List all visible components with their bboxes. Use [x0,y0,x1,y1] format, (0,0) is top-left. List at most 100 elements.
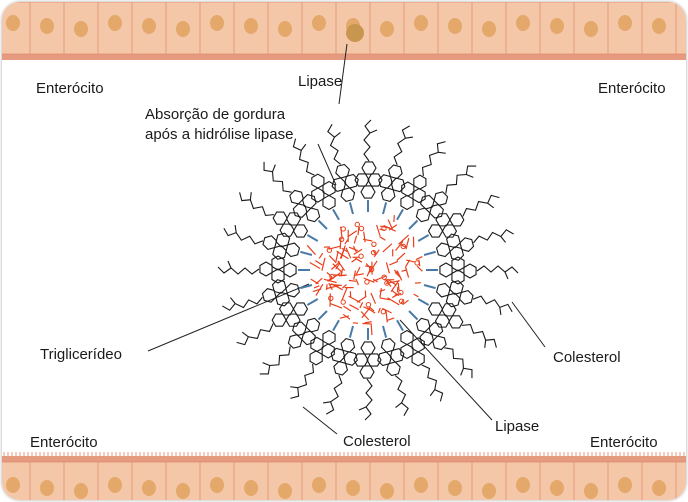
triglyceride-bond [350,305,359,310]
triglyceride-bond [310,263,320,269]
cell-nucleus [584,21,598,37]
steroid-ring [272,269,284,283]
triglyceride-bond [340,238,341,249]
side-chain [472,227,513,244]
triglyceride-bond [371,293,376,304]
triglyceride-bond [406,238,409,249]
cell-nucleus [40,480,54,496]
ester-link [383,326,386,338]
side-chain [259,162,293,196]
side-chain [392,124,409,165]
cholesterol-molecule [219,271,315,321]
side-chain-branch [230,297,235,305]
cell-nucleus [108,15,122,31]
triglyceride-bond [348,231,357,237]
triglyceride-bond [365,322,372,323]
steroid-ring [409,350,427,367]
enterocyte-cell [676,462,686,500]
cholesterol-molecule [386,134,455,227]
triglyceride-core [307,215,422,335]
cholesterol-molecule [355,120,382,212]
steroid-ring [320,194,338,211]
triglyceride-atom [359,254,363,258]
triglyceride-bond [319,253,323,258]
side-chain [365,379,372,420]
steroid-ring [360,366,374,378]
label-lipase-top: Lipase [298,73,342,91]
steroid-ring [418,193,436,211]
triglyceride-bond [358,227,359,235]
label-enterocito-top-right: Enterócito [598,80,666,98]
side-chain-branch [429,390,437,396]
steroid-ring [446,233,461,250]
side-chain [442,161,476,195]
cell-nucleus [312,15,326,31]
side-chain [237,322,276,349]
triglyceride-bond [340,248,344,259]
cell-nucleus [142,480,156,496]
cell-nucleus [6,477,20,493]
side-chain-branch [501,236,506,244]
steroid-ring [459,236,474,253]
leader-absorcao [318,144,336,185]
triglyceride-bond [377,225,381,236]
triglyceride-bond [383,244,392,252]
triglyceride-bond [356,267,360,274]
side-chain-branch [228,261,231,268]
cell-nucleus [448,18,462,34]
steroid-ring [334,164,351,179]
steroid-ring [432,189,450,207]
ester-link [397,209,403,219]
side-chain [290,363,317,402]
side-chain [218,267,259,274]
steroid-ring [320,180,338,197]
cell-nucleus [482,483,496,499]
cell-nucleus [74,483,88,499]
steroid-ring [448,211,465,229]
side-chain-branch [323,400,331,405]
label-enterocito-bottom-right: Enterócito [590,434,658,452]
triglyceride-bond [378,308,380,313]
side-chain [393,374,410,415]
cholesterol-molecule [421,219,517,269]
cell-nucleus [278,483,292,499]
triglyceride-bond [331,304,343,308]
side-chain-branch [370,130,377,133]
triglyceride-bond [356,279,359,285]
triglyceride-atom [372,242,376,246]
steroid-ring [292,300,309,318]
steroid-ring [464,264,476,278]
label-enterocito-bottom-left: Enterócito [30,434,98,452]
side-chain-branch [233,225,238,233]
label-lipase-bottom: Lipase [495,418,539,436]
steroid-ring [260,262,272,276]
cholesterol-molecule [412,184,505,253]
steroid-ring [427,222,444,240]
cell-nucleus [652,18,666,34]
side-chain-branch [270,165,277,172]
side-chain [236,192,275,219]
side-chain-branch [359,407,366,410]
steroid-ring [262,234,277,251]
steroid-ring [339,338,356,353]
side-chain [477,266,518,273]
triglyceride-bond [417,266,422,271]
steroid-ring [389,348,406,363]
cholesterol-molecule [281,313,350,406]
steroid-ring [409,336,427,353]
triglyceride-atom [366,303,370,307]
ester-link [424,285,436,288]
steroid-ring [441,222,458,240]
cell-nucleus [244,18,258,34]
triglyceride-atom [341,227,345,231]
cell-nucleus [210,477,224,493]
steroid-ring [299,329,317,347]
steroid-ring [286,332,304,350]
side-chain [326,375,343,416]
side-chain [419,138,446,177]
triglyceride-bond [330,284,342,285]
steroid-ring [361,342,375,354]
cholesterol-molecule [282,133,351,226]
side-chain [222,228,263,245]
